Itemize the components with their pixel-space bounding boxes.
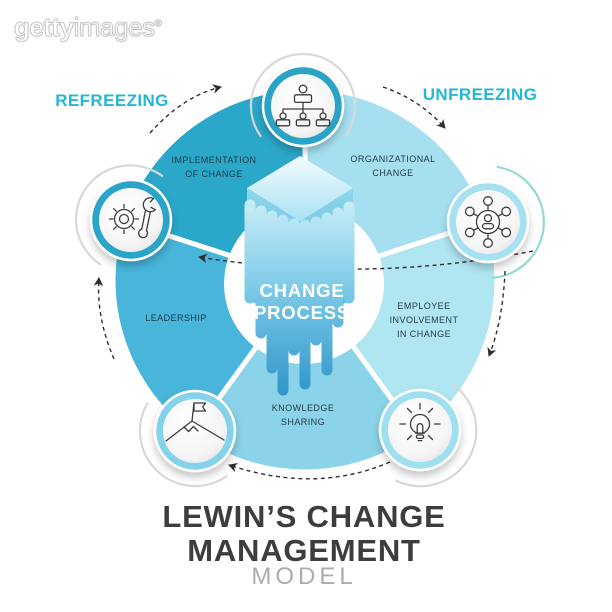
watermark-bold: getty [14,12,75,43]
dashed-arrow-to-left [93,277,115,360]
flow-arrows [93,84,506,480]
cube-top-face [247,156,353,221]
dashed-arrow-center [198,250,534,270]
decorative-arcs [74,52,545,488]
lightbulb-icon [378,388,462,472]
melting-cube [244,156,355,396]
getty-watermark: gettyimages® [14,12,163,43]
dashed-arrow-to-bottom-right [487,270,506,357]
dashed-arrow-to-top [149,84,222,134]
registered-mark: ® [154,18,162,30]
people-network-icon [446,180,530,264]
watermark-light: images [73,12,155,43]
dashed-arrow-to-bottom-left [228,461,391,480]
org-hierarchy-icon [261,64,345,148]
gear-wrench-icon [89,178,173,262]
mountain-flag-icon [153,389,237,473]
dashed-arrow-to-right [382,86,446,129]
